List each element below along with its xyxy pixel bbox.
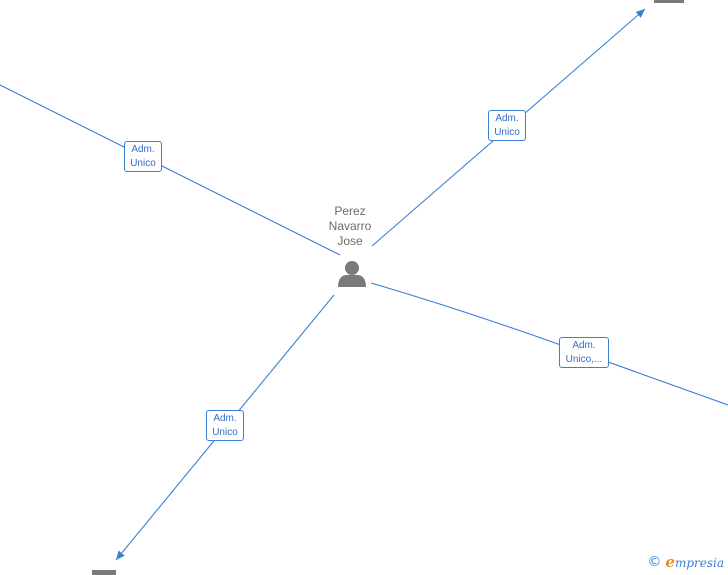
person-icon[interactable] [338, 261, 366, 287]
relation-label-upper-left[interactable]: Adm. Unico [124, 141, 162, 172]
relation-label-upper-right[interactable]: Adm. Unico [488, 110, 526, 141]
relation-role-detail: Unico [212, 427, 238, 438]
building-icon-bottom-left[interactable] [92, 570, 116, 575]
empresia-logo: empresia [665, 553, 724, 571]
logo-text: mpresia [674, 556, 724, 570]
building-icon-top-right[interactable] [654, 0, 684, 3]
relation-role-detail: Unico [130, 158, 156, 169]
logo-initial: e [665, 553, 675, 571]
copyright-symbol: © [647, 554, 662, 570]
edge-upper-left [0, 84, 341, 256]
relation-role: Adm. [495, 113, 519, 124]
person-name-line-3: Jose [337, 234, 363, 248]
relation-role: Adm. [131, 144, 155, 155]
person-name[interactable]: Perez Navarro Jose [310, 204, 390, 249]
edge-right [370, 282, 728, 406]
relation-role-detail: Unico [494, 127, 520, 138]
relation-label-right[interactable]: Adm. Unico,... [559, 337, 609, 368]
relation-label-lower-left[interactable]: Adm. Unico [206, 410, 244, 441]
empresia-watermark[interactable]: © empresia [647, 553, 724, 571]
person-name-line-2: Navarro [328, 219, 372, 233]
relation-role-detail: Unico,... [565, 354, 603, 365]
person-name-line-1: Perez [334, 204, 366, 218]
relation-role: Adm. [572, 340, 596, 351]
relation-role: Adm. [213, 413, 237, 424]
